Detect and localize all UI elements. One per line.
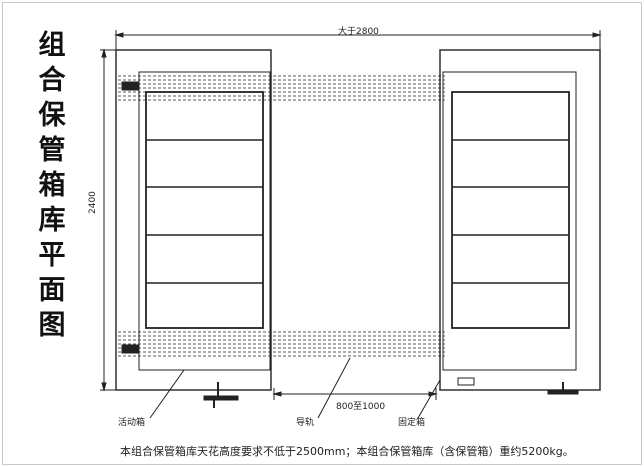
height-dimension (100, 48, 116, 392)
guide-rail-top (118, 75, 445, 101)
fixed-box-leader (417, 379, 441, 419)
title-char: 合 (38, 65, 66, 96)
guide-rail-bottom (118, 331, 445, 357)
movable-box (115, 49, 272, 408)
guide-rail-leader (317, 357, 351, 419)
fixed-box-label: 固定箱 (398, 418, 426, 428)
title-char: 箱 (38, 170, 66, 201)
movable-box-label: 活动箱 (118, 418, 146, 428)
title-char: 面 (38, 275, 66, 306)
fixed-box (439, 49, 601, 395)
footer-caption: 本组合保管箱库天花高度要求不低于2500mm；本组合保管箱库（含保管箱）重约52… (120, 445, 574, 458)
title-char: 平 (38, 240, 66, 271)
title-char: 库 (38, 205, 66, 236)
diagram-title: 组 合 保 管 箱 库 平 面 图 (34, 28, 70, 343)
width-dimension-label: 大于2800 (338, 27, 379, 37)
width-dimension (114, 30, 602, 50)
title-char: 组 (38, 30, 66, 61)
movable-box-leader (149, 369, 185, 419)
height-dimension-label: 2400 (88, 191, 98, 214)
title-char: 管 (38, 135, 66, 166)
title-char: 保 (38, 100, 66, 131)
title-char: 图 (38, 310, 66, 341)
guide-rail-label: 导轨 (296, 418, 315, 428)
gap-dimension-label: 800至1000 (336, 402, 386, 412)
